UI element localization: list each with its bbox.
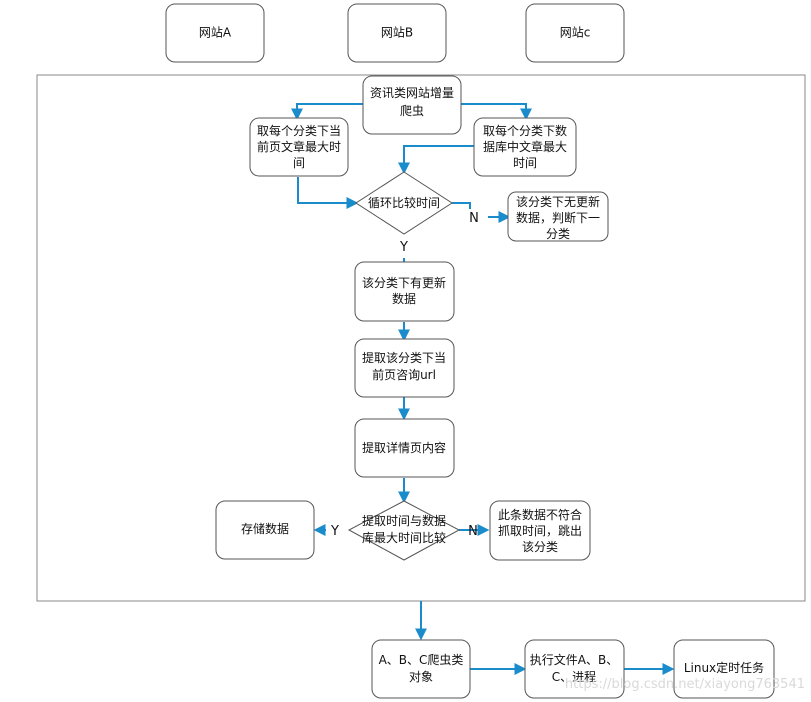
run-process-node: 执行文件A、B、 C、进程 bbox=[524, 639, 625, 699]
svg-text:网站B: 网站B bbox=[381, 26, 413, 40]
site-c-node: 网站c bbox=[525, 3, 625, 63]
svg-text:数据: 数据 bbox=[392, 291, 416, 306]
svg-text:时间: 时间 bbox=[513, 156, 537, 170]
svg-text:取每个分类下数: 取每个分类下数 bbox=[483, 123, 567, 138]
svg-text:数据，判断下一: 数据，判断下一 bbox=[516, 210, 600, 225]
svg-text:库最大时间比较: 库最大时间比较 bbox=[362, 530, 446, 545]
watermark-text: https://blog.csdn.net/xiayong763541 bbox=[565, 677, 805, 692]
edge-crawler-left bbox=[291, 103, 363, 121]
edge-right-to-loop bbox=[398, 145, 474, 175]
site-a-node: 网站A bbox=[165, 3, 265, 63]
has-update-node: 该分类下有更新 数据 bbox=[354, 261, 455, 322]
svg-text:爬虫: 爬虫 bbox=[400, 104, 424, 118]
svg-text:前页咨询url: 前页咨询url bbox=[372, 367, 436, 382]
no-update-node: 该分类下无更新 数据，判断下一 分类 bbox=[507, 191, 609, 242]
svg-text:网站A: 网站A bbox=[199, 26, 232, 40]
edge-label-loop-no: N bbox=[469, 211, 479, 226]
svg-text:此条数据不符合: 此条数据不符合 bbox=[498, 507, 582, 522]
compare-db-diamond: 提取时间与数据 库最大时间比较 bbox=[347, 500, 461, 561]
svg-text:C、进程: C、进程 bbox=[552, 669, 596, 684]
svg-text:对象: 对象 bbox=[409, 670, 433, 684]
left-max-time-node: 取每个分类下当 前页文章最大时 间 bbox=[249, 117, 349, 177]
site-b-node: 网站B bbox=[347, 3, 447, 63]
svg-text:取每个分类下当: 取每个分类下当 bbox=[257, 123, 341, 138]
edge-label-compare-yes: Y bbox=[330, 524, 339, 539]
svg-text:提取该分类下当: 提取该分类下当 bbox=[362, 350, 446, 365]
svg-text:该分类下无更新: 该分类下无更新 bbox=[516, 194, 600, 209]
edge-crawler-right bbox=[461, 103, 532, 121]
edge-loop-no bbox=[452, 202, 471, 209]
skip-category-node: 此条数据不符合 抓取时间，跳出 该分类 bbox=[489, 500, 591, 561]
svg-text:间: 间 bbox=[293, 156, 305, 170]
svg-text:资讯类网站增量: 资讯类网站增量 bbox=[370, 86, 454, 100]
crawler-objects-node: A、B、C爬虫类 对象 bbox=[371, 639, 471, 699]
edge-label-loop-yes: Y bbox=[399, 240, 408, 255]
edge-left-to-loop bbox=[297, 177, 359, 209]
svg-text:网站c: 网站c bbox=[560, 26, 591, 40]
svg-text:存储数据: 存储数据 bbox=[241, 521, 289, 536]
svg-text:分类: 分类 bbox=[546, 227, 570, 241]
svg-text:A、B、C爬虫类: A、B、C爬虫类 bbox=[379, 653, 464, 667]
svg-text:循环比较时间: 循环比较时间 bbox=[368, 195, 440, 210]
svg-text:提取时间与数据: 提取时间与数据 bbox=[362, 513, 446, 528]
linux-task-node: Linux定时任务 bbox=[673, 639, 775, 699]
extract-url-node: 提取该分类下当 前页咨询url bbox=[354, 338, 455, 398]
svg-text:前页文章最大时: 前页文章最大时 bbox=[257, 139, 341, 154]
svg-text:据库中文章最大: 据库中文章最大 bbox=[483, 139, 567, 154]
crawler-node: 资讯类网站增量 爬虫 bbox=[362, 75, 462, 135]
svg-text:该分类: 该分类 bbox=[522, 540, 558, 554]
svg-text:执行文件A、B、: 执行文件A、B、 bbox=[530, 652, 618, 667]
edge-label-compare-no: N bbox=[468, 524, 478, 539]
svg-text:抓取时间，跳出: 抓取时间，跳出 bbox=[498, 524, 582, 538]
loop-compare-diamond: 循环比较时间 bbox=[355, 171, 453, 235]
store-data-node: 存储数据 bbox=[215, 500, 315, 560]
right-max-time-node: 取每个分类下数 据库中文章最大 时间 bbox=[473, 117, 577, 177]
extract-detail-node: 提取详情页内容 bbox=[354, 418, 455, 478]
svg-text:该分类下有更新: 该分类下有更新 bbox=[362, 275, 446, 290]
svg-text:提取详情页内容: 提取详情页内容 bbox=[362, 440, 446, 455]
svg-text:Linux定时任务: Linux定时任务 bbox=[684, 660, 764, 675]
